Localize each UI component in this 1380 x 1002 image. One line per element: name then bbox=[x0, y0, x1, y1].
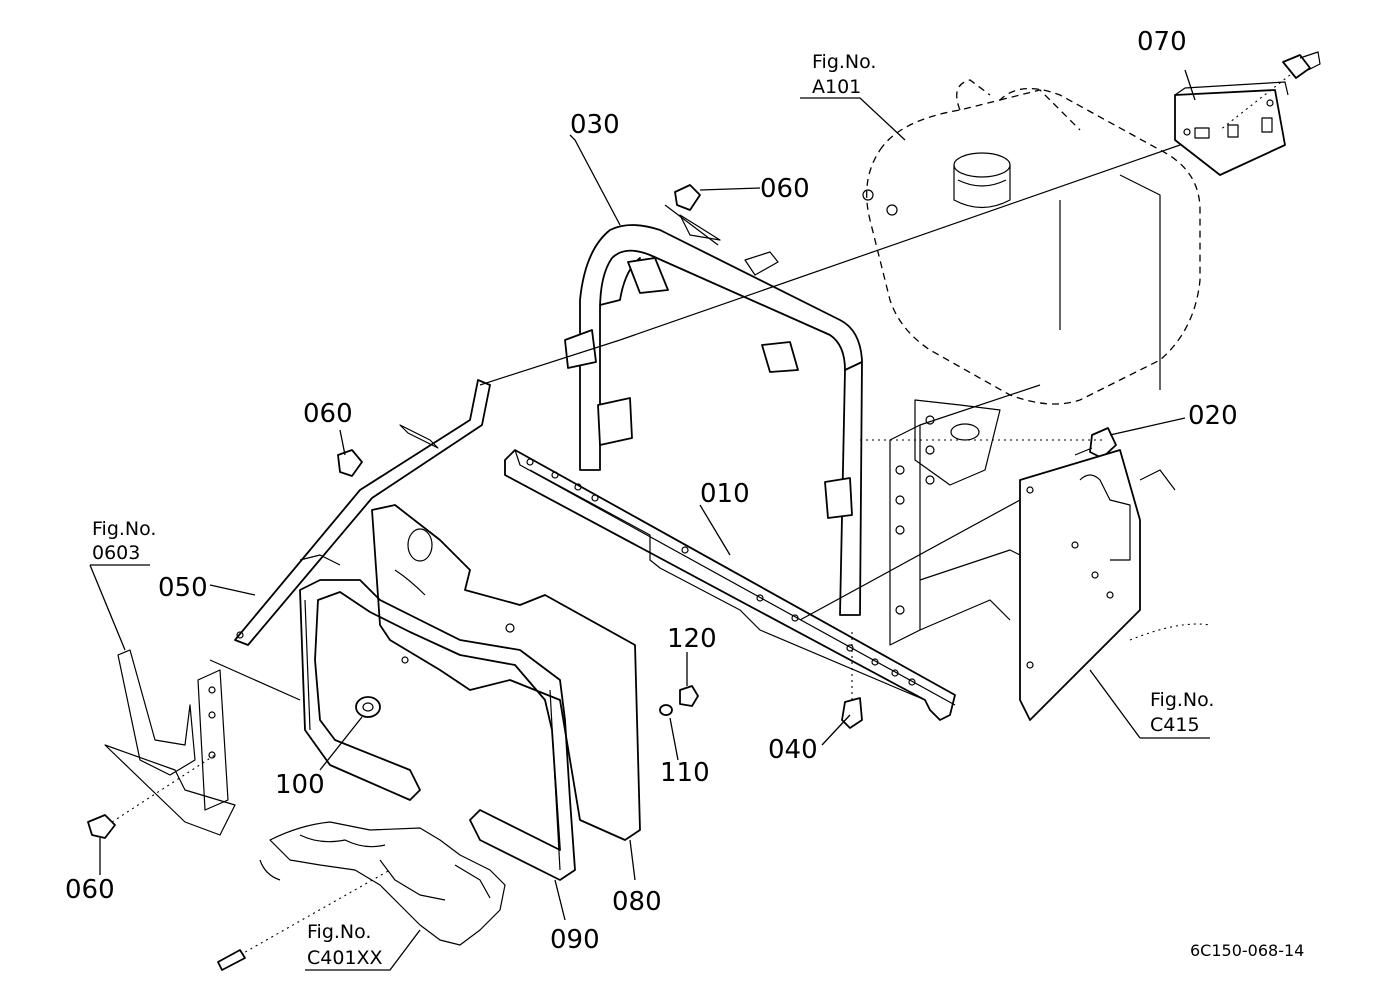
label-050: 050 bbox=[158, 573, 208, 603]
figref-0603-code: 0603 bbox=[92, 542, 140, 564]
part-060-bolt-top bbox=[664, 184, 719, 246]
figref-a101-code: A101 bbox=[812, 76, 861, 98]
figref-c415-code: C415 bbox=[1150, 714, 1200, 736]
figref-0603-caption: Fig.No. bbox=[92, 518, 156, 540]
label-060-left-lower: 060 bbox=[65, 875, 115, 905]
label-060-left-upper: 060 bbox=[303, 399, 353, 429]
part-120-nut bbox=[679, 685, 699, 707]
label-060-top: 060 bbox=[760, 174, 810, 204]
part-020-bolt bbox=[1074, 427, 1117, 459]
figref-c401xx-code: C401XX bbox=[307, 947, 383, 969]
figref-c401xx-caption: Fig.No. bbox=[307, 921, 371, 943]
part-070-bracket bbox=[1174, 81, 1289, 176]
left-bracket bbox=[104, 649, 301, 836]
reference-leader-lines bbox=[89, 69, 1210, 971]
label-070: 070 bbox=[1137, 27, 1187, 57]
label-100: 100 bbox=[275, 770, 325, 800]
part-010-cross-member bbox=[504, 449, 956, 721]
label-120: 120 bbox=[667, 624, 717, 654]
part-100-grommet bbox=[355, 696, 381, 718]
label-080: 080 bbox=[612, 887, 662, 917]
part-090-guard-frame bbox=[299, 579, 576, 881]
figref-c415-caption: Fig.No. bbox=[1150, 689, 1214, 711]
figref-a101-caption: Fig.No. bbox=[812, 51, 876, 73]
part-030-arch-frame bbox=[564, 214, 863, 616]
part-110-washer bbox=[659, 704, 673, 716]
part-060-bolt-left-lower bbox=[87, 754, 216, 839]
part-050-rod bbox=[234, 379, 491, 646]
drawing-code: 6C150-068-14 bbox=[1190, 941, 1304, 960]
crank-assembly-sketch bbox=[217, 821, 506, 971]
label-110: 110 bbox=[660, 758, 710, 788]
part-060-bolt-left-upper bbox=[337, 449, 363, 477]
label-010: 010 bbox=[700, 479, 750, 509]
right-side-plate bbox=[1019, 449, 1211, 721]
part-080-panel bbox=[371, 504, 641, 841]
label-020: 020 bbox=[1188, 401, 1238, 431]
part-040-bolt bbox=[841, 630, 863, 729]
part-070-bolt bbox=[1219, 51, 1321, 131]
label-090: 090 bbox=[550, 925, 600, 955]
label-040: 040 bbox=[768, 735, 818, 765]
fuel-tank-outline bbox=[862, 79, 1201, 405]
label-030: 030 bbox=[570, 110, 620, 140]
front-body-frame bbox=[889, 384, 1041, 646]
